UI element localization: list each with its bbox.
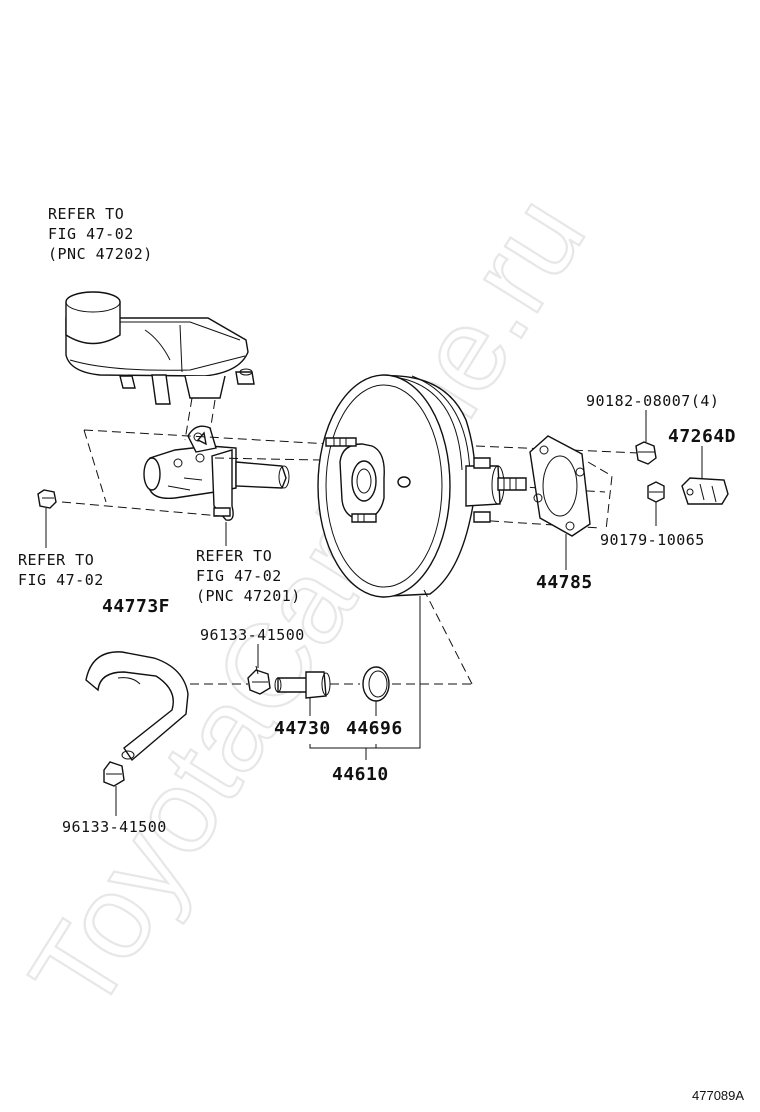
svg-text:(PNC 47201): (PNC 47201) — [196, 587, 301, 605]
svg-text:FIG 47-02: FIG 47-02 — [48, 225, 134, 243]
svg-text:REFER TO: REFER TO — [48, 205, 124, 223]
figure-id: 477089A — [692, 1088, 744, 1103]
label-refer-cylinder: REFER TO FIG 47-02 (PNC 47201) — [196, 547, 301, 605]
hose-clip-upper — [247, 644, 271, 695]
reservoir-tank — [65, 291, 255, 405]
label-booster-assy: 44610 — [332, 764, 389, 785]
label-clip-upper: 96133-41500 — [200, 626, 305, 644]
label-check-valve: 44730 — [274, 718, 331, 739]
master-cylinder — [143, 425, 290, 521]
brake-booster — [317, 374, 527, 598]
gasket — [529, 435, 591, 570]
nut-lower — [647, 481, 665, 526]
mounting-plane-right — [473, 445, 641, 531]
svg-text:FIG 47-02: FIG 47-02 — [18, 571, 104, 589]
vacuum-hose — [85, 651, 189, 762]
check-valve — [274, 671, 331, 716]
grommet — [362, 666, 390, 716]
svg-text:(PNC 47202): (PNC 47202) — [48, 245, 153, 263]
reservoir-connector-lines — [184, 397, 216, 441]
label-refer-nut: REFER TO FIG 47-02 — [18, 551, 104, 589]
label-gasket: 44785 — [536, 572, 593, 593]
svg-text:REFER TO: REFER TO — [196, 547, 272, 565]
label-nut-upper: 90182-08007(4) — [586, 392, 719, 410]
label-bracket: 47264D — [668, 426, 736, 447]
bracket-clip — [681, 446, 729, 505]
booster-port-line — [423, 589, 473, 685]
label-refer-reservoir: REFER TO FIG 47-02 (PNC 47202) — [48, 205, 153, 263]
label-hose: 44773F — [102, 596, 170, 617]
label-grommet: 44696 — [346, 718, 403, 739]
nut-upper — [635, 410, 657, 465]
svg-text:REFER TO: REFER TO — [18, 551, 94, 569]
nut-left — [37, 489, 57, 509]
label-nut-lower: 90179-10065 — [600, 531, 705, 549]
label-clip-lower: 96133-41500 — [62, 818, 167, 836]
assembly-bracket — [309, 596, 421, 760]
svg-text:FIG 47-02: FIG 47-02 — [196, 567, 282, 585]
hose-clip-lower — [103, 761, 125, 816]
